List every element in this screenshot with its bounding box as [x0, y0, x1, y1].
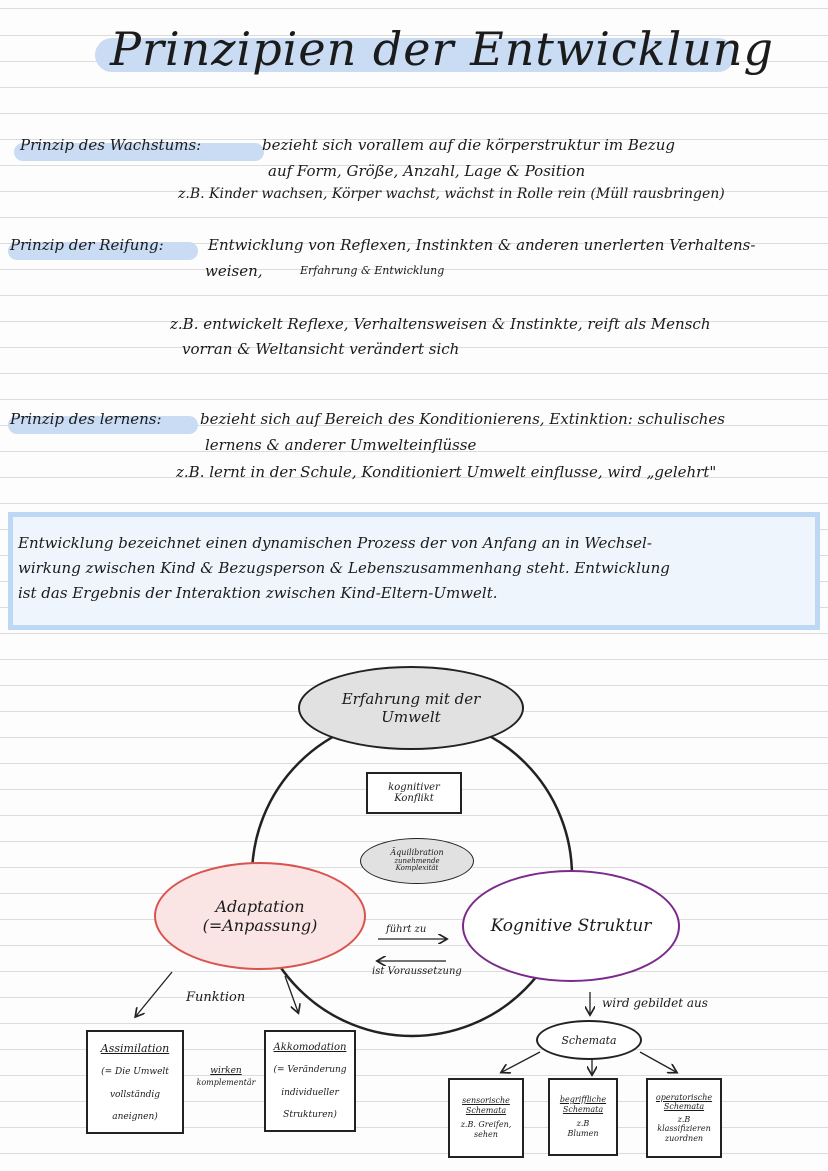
funktion-label: Funktion	[186, 990, 246, 1005]
oper-line4: klassifizieren	[657, 1124, 711, 1134]
arrow-top-label: führt zu	[386, 924, 427, 935]
arrow-bottom-label: ist Voraussetzung	[372, 966, 462, 977]
begr-line4: Blumen	[567, 1129, 599, 1138]
section2-line2b: Erfahrung & Entwicklung	[300, 264, 445, 277]
cognitive-structure-ellipse: Kognitive Struktur	[462, 870, 680, 982]
section3-heading: Prinzip des lernens:	[10, 410, 162, 428]
page-title: Prinzipien der Entwicklung	[110, 22, 774, 76]
adapt-line1: Adaptation	[215, 897, 305, 916]
definition-line3: ist das Ergebnis der Interaktion zwische…	[18, 584, 498, 602]
operational-schemata-box: operatorische Schemata z.B klassifiziere…	[646, 1078, 722, 1158]
section2-line2a: weisen,	[205, 262, 263, 280]
experience-ellipse: Erfahrung mit der Umwelt	[298, 666, 524, 750]
assim-line3: aneignen)	[112, 1111, 158, 1122]
section1-heading: Prinzip des Wachstums:	[20, 136, 202, 154]
definition-box	[8, 512, 820, 630]
arrow-funktion-left	[136, 971, 173, 1016]
section2-heading: Prinzip der Reifung:	[10, 236, 164, 254]
oper-line3: z.B	[677, 1114, 691, 1124]
definition-line2: wirkung zwischen Kind & Bezugsperson & L…	[18, 559, 670, 577]
sens-line3: z.B. Greifen,	[460, 1120, 512, 1129]
heading-highlight	[8, 242, 198, 260]
complementary-label: wirken komplementär	[194, 1066, 258, 1088]
section1-line2: auf Form, Größe, Anzahl, Lage & Position	[268, 162, 586, 180]
akk-line3: Strukturen)	[283, 1109, 337, 1120]
akk-line2: individueller	[281, 1087, 339, 1098]
section3-line2: lernens & anderer Umwelteinflüsse	[205, 436, 477, 454]
title-highlight	[95, 38, 735, 72]
oper-line5: zuordnen	[664, 1133, 704, 1143]
arrow-sens	[502, 1051, 541, 1072]
definition-line1: Entwicklung bezeichnet einen dynamischen…	[18, 534, 652, 552]
sens-line2: Schemata	[465, 1106, 507, 1115]
section1-line1: bezieht sich vorallem auf die körperstru…	[262, 136, 675, 154]
begr-line2: Schemata	[562, 1105, 604, 1114]
assim-line2: vollständig	[109, 1089, 161, 1100]
akk-title: Akkomodation	[273, 1042, 347, 1054]
assimilation-box: Assimilation (= Die Umwelt vollständig a…	[86, 1030, 184, 1134]
schemata-ellipse: Schemata	[536, 1020, 642, 1060]
section2-line3: z.B. entwickelt Reflexe, Verhaltensweise…	[170, 315, 711, 333]
equil-line2: zunehmende	[394, 856, 440, 865]
conflict-line1: kognitiver	[388, 782, 440, 793]
sens-line4: sehen	[474, 1130, 498, 1139]
schemata-label: Schemata	[561, 1033, 617, 1047]
section1-line3: z.B. Kinder wachsen, Körper wachst, wäch…	[178, 186, 725, 202]
assim-title: Assimilation	[100, 1042, 170, 1056]
equil-line3: Komplexität	[395, 864, 439, 873]
adapt-line2: (=Anpassung)	[202, 916, 318, 935]
assim-line1: (= Die Umwelt	[101, 1067, 169, 1078]
experience-line2: Umwelt	[381, 708, 441, 726]
section2-line4: vorran & Weltansicht verändert sich	[182, 340, 460, 358]
equil-line1: Äquilibration	[390, 848, 444, 858]
cog-label: Kognitive Struktur	[490, 916, 652, 936]
equilibration-ellipse: Äquilibration zunehmende Komplexität	[360, 838, 474, 884]
sens-line1: sensorische	[462, 1096, 510, 1105]
sensory-schemata-box: sensorische Schemata z.B. Greifen, sehen	[448, 1078, 524, 1158]
adaptation-ellipse: Adaptation (=Anpassung)	[154, 862, 366, 970]
accommodation-box: Akkomodation (= Veränderung individuelle…	[264, 1030, 356, 1132]
experience-line1: Erfahrung mit der	[341, 690, 481, 708]
conceptual-schemata-box: begriffliche Schemata z.B Blumen	[548, 1078, 618, 1156]
wirken-line2: komplementär	[196, 1077, 256, 1087]
section3-line3: z.B. lernt in der Schule, Konditioniert …	[176, 463, 717, 481]
oper-line2: Schemata	[663, 1102, 705, 1112]
begr-line1: begriffliche	[559, 1095, 607, 1104]
conflict-box: kognitiver Konflikt	[366, 772, 462, 814]
conflict-line2: Konflikt	[394, 793, 434, 804]
oper-line1: operatorische	[655, 1092, 713, 1102]
begr-line3: z.B	[576, 1119, 590, 1128]
arrow-oper	[639, 1051, 676, 1072]
heading-highlight	[14, 143, 264, 161]
section2-line1: Entwicklung von Reflexen, Instinkten & a…	[208, 236, 756, 254]
wirken-line1: wirken	[210, 1066, 242, 1076]
section3-line1: bezieht sich auf Bereich des Konditionie…	[200, 410, 725, 428]
akk-line1: (= Veränderung	[273, 1065, 347, 1076]
arrow-funktion-right	[284, 975, 298, 1012]
heading-highlight	[8, 416, 198, 434]
wird-gebildet-label: wird gebildet aus	[602, 996, 708, 1010]
